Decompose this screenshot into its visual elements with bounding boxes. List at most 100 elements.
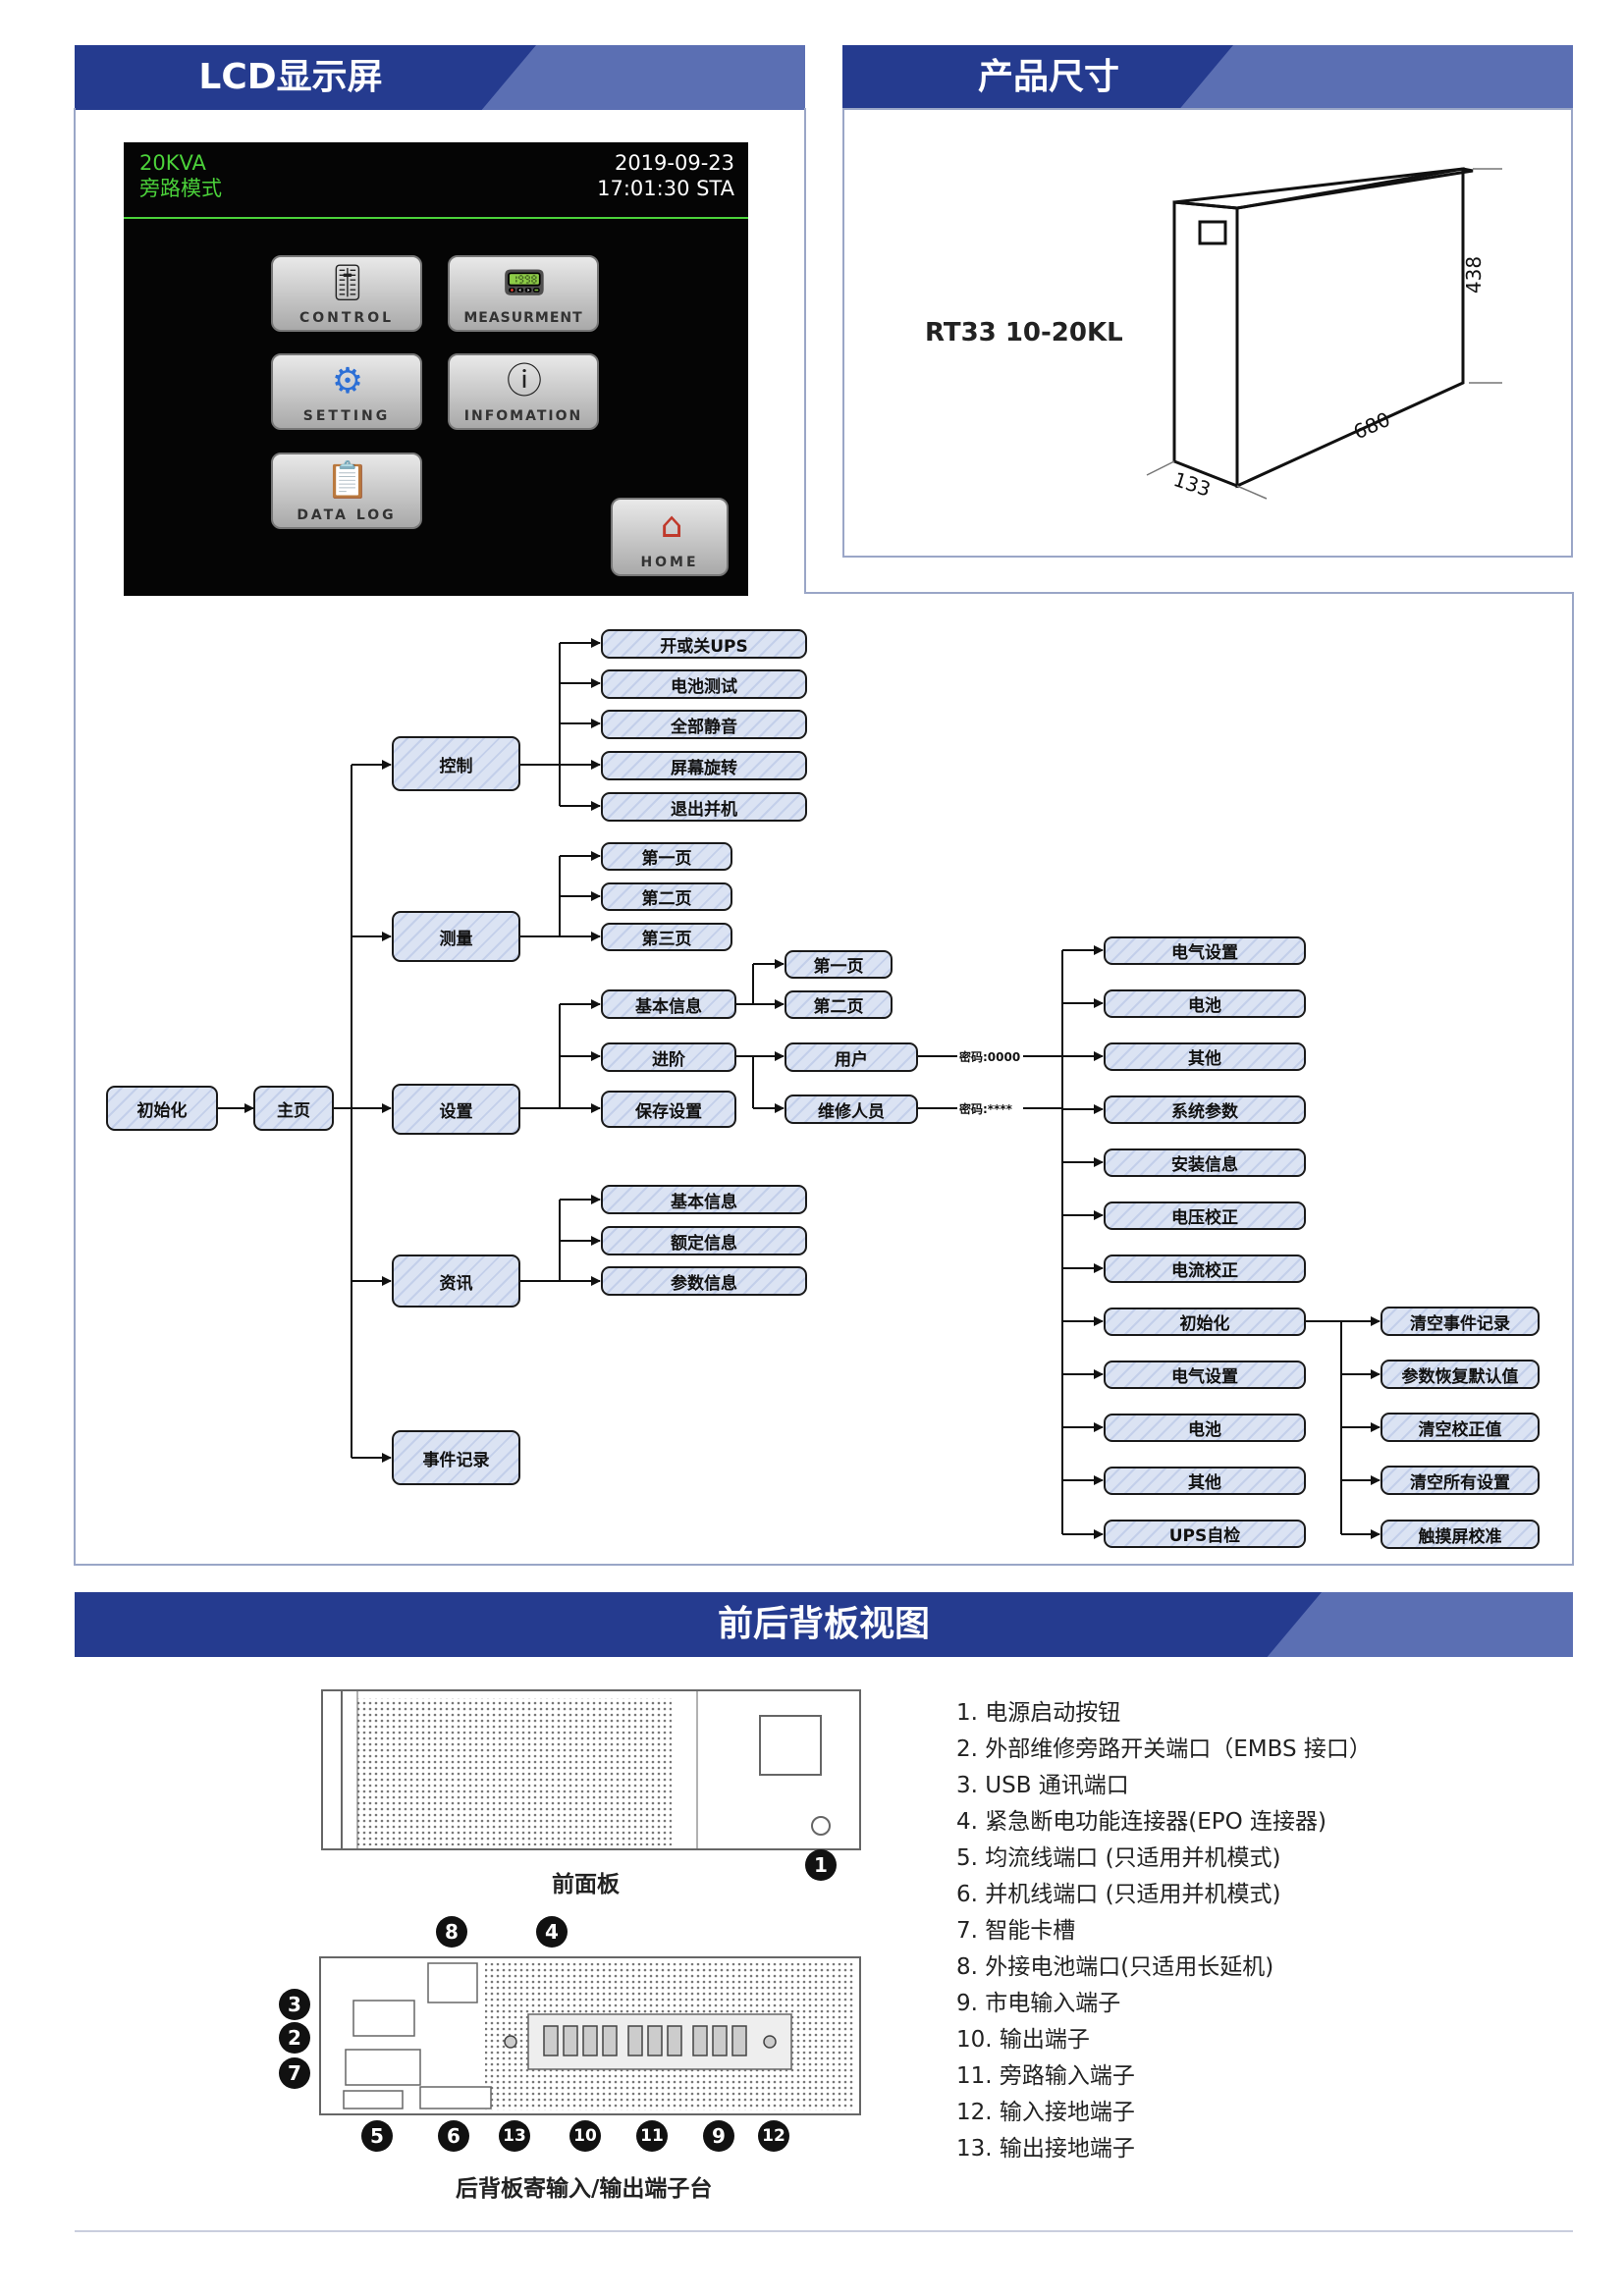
lcd-button-label: SETTING xyxy=(302,408,391,424)
init-item: 清空事件记录 xyxy=(1380,1307,1540,1336)
lcd-screen: 20KVA 旁路模式 2019-09-23 17:01:30 STA 🎚 CON… xyxy=(124,142,748,596)
marker-13: 13 xyxy=(499,2120,530,2152)
marker-7: 7 xyxy=(279,2057,310,2089)
user-item: 电池 xyxy=(1104,989,1306,1018)
lcd-status-left: 20KVA 旁路模式 xyxy=(139,150,222,201)
lcd-button-label: CONTROL xyxy=(298,310,395,326)
maint-item: 其他 xyxy=(1104,1467,1306,1495)
init-item: 参数恢复默认值 xyxy=(1380,1360,1540,1389)
marker-6: 6 xyxy=(438,2120,469,2152)
menu-frame xyxy=(74,108,1574,1566)
maint-item: 电气设置 xyxy=(1104,1361,1306,1389)
legend-item: 8. 外接电池端口(只适用长延机) xyxy=(956,1954,1274,1980)
marker-12: 12 xyxy=(758,2120,789,2152)
marker-5: 5 xyxy=(361,2120,393,2152)
lcd-title: LCD显示屏 xyxy=(198,57,383,97)
basic-page: 第一页 xyxy=(785,950,893,979)
basic-page: 第二页 xyxy=(785,990,893,1019)
lcd-status-right: 2019-09-23 17:01:30 STA xyxy=(597,150,734,201)
setting-item: 基本信息 xyxy=(601,989,736,1019)
front-panel-drawing xyxy=(321,1689,861,1850)
measure-item: 第一页 xyxy=(601,842,732,871)
legend-item: 4. 紧急断电功能连接器(EPO 连接器) xyxy=(956,1809,1327,1835)
maint-item: 电压校正 xyxy=(1104,1201,1306,1230)
front-panel-caption: 前面板 xyxy=(552,1872,620,1897)
menu-user: 用户 xyxy=(785,1042,918,1072)
maint-item: 安装信息 xyxy=(1104,1148,1306,1177)
product-model: RT33 10-20KL xyxy=(925,318,1123,347)
lcd-header xyxy=(124,142,748,219)
clipboard-icon: 📋 xyxy=(325,460,370,501)
lcd-date: 2019-09-23 xyxy=(614,151,734,175)
lcd-home-button[interactable]: ⌂ HOME xyxy=(611,498,729,576)
cabinet-drawing: 438 680 133 xyxy=(1146,167,1502,502)
legend-item: 10. 输出端子 xyxy=(956,2027,1090,2053)
info-item: 参数信息 xyxy=(601,1266,807,1296)
user-item: 电气设置 xyxy=(1104,936,1306,965)
marker-8: 8 xyxy=(436,1916,467,1948)
lcd-button-label: HOME xyxy=(640,555,699,570)
legend-item: 9. 市电输入端子 xyxy=(956,1991,1121,2016)
info-item: 额定信息 xyxy=(601,1226,807,1255)
password-user: 密码:0000 xyxy=(959,1050,1021,1064)
dim-height: 438 xyxy=(1462,256,1486,294)
maint-item: 电池 xyxy=(1104,1414,1306,1442)
rear-panel-drawing xyxy=(319,1956,861,2115)
marker-3: 3 xyxy=(279,1989,310,2020)
lcd-mode: 旁路模式 xyxy=(139,177,222,200)
menu-control: 控制 xyxy=(392,736,520,791)
menu-events: 事件记录 xyxy=(392,1430,520,1485)
legend-item: 13. 输出接地端子 xyxy=(956,2136,1135,2162)
lcd-measurement-button[interactable]: 📟 MEASURMENT xyxy=(448,255,599,332)
legend-item: 11. 旁路输入端子 xyxy=(956,2063,1135,2089)
init-item: 清空校正值 xyxy=(1380,1413,1540,1442)
legend-item: 6. 并机线端口 (只适用并机模式) xyxy=(956,1882,1281,1907)
legend-item: 2. 外部维修旁路开关端口（EMBS 接口） xyxy=(956,1736,1372,1762)
lcd-time: 17:01:30 STA xyxy=(597,177,734,200)
info-item: 基本信息 xyxy=(601,1185,807,1214)
menu-setting: 设置 xyxy=(392,1084,520,1135)
lcd-button-label: MEASURMENT xyxy=(463,310,583,326)
menu-maint: 维修人员 xyxy=(785,1095,918,1124)
marker-2: 2 xyxy=(279,2022,310,2054)
lcd-datalog-button[interactable]: 📋 DATA LOG xyxy=(271,453,422,529)
legend-item: 1. 电源启动按钮 xyxy=(956,1700,1121,1726)
legend-item: 7. 智能卡槽 xyxy=(956,1918,1076,1944)
lcd-button-label: INFOMATION xyxy=(463,408,583,424)
lcd-info-button[interactable]: ⓘ INFOMATION xyxy=(448,353,599,430)
panels-title: 前后背板视图 xyxy=(717,1604,930,1644)
home-icon: ⌂ xyxy=(660,506,683,546)
maint-item: 系统参数 xyxy=(1104,1095,1306,1124)
lcd-model: 20KVA xyxy=(139,151,206,175)
legend-item: 5. 均流线端口 (只适用并机模式) xyxy=(956,1845,1281,1871)
marker-9: 9 xyxy=(703,2120,734,2152)
menu-home: 主页 xyxy=(253,1086,334,1131)
marker-10: 10 xyxy=(569,2120,601,2152)
marker-11: 11 xyxy=(636,2120,668,2152)
info-icon: ⓘ xyxy=(506,361,542,401)
init-item: 清空所有设置 xyxy=(1380,1466,1540,1495)
marker-4: 4 xyxy=(536,1916,568,1948)
sliders-icon: 🎚 xyxy=(325,263,370,303)
marker-1: 1 xyxy=(805,1849,837,1881)
setting-item: 进阶 xyxy=(601,1042,736,1072)
lcd-setting-button[interactable]: ⚙ SETTING xyxy=(271,353,422,430)
control-item: 开或关UPS xyxy=(601,629,807,659)
gear-icon: ⚙ xyxy=(331,361,364,401)
lcd-button-label: DATA LOG xyxy=(297,507,397,523)
control-item: 全部静音 xyxy=(601,710,807,739)
panel-legend: 1. 电源启动按钮 2. 外部维修旁路开关端口（EMBS 接口） 3. USB … xyxy=(956,1695,1372,2167)
menu-connectors xyxy=(218,638,1380,1539)
legend-item: 3. USB 通讯端口 xyxy=(956,1773,1129,1798)
init-item: 触摸屏校准 xyxy=(1380,1520,1540,1549)
maint-item: 初始化 xyxy=(1104,1308,1306,1336)
lcd-control-button[interactable]: 🎚 CONTROL xyxy=(271,255,422,332)
setting-item: 保存设置 xyxy=(601,1091,736,1128)
maint-item: 电流校正 xyxy=(1104,1255,1306,1283)
size-banner: 产品尺寸 xyxy=(842,45,1573,110)
menu-init: 初始化 xyxy=(106,1086,218,1131)
measure-item: 第二页 xyxy=(601,882,732,911)
size-frame xyxy=(842,108,1573,558)
user-item: 其他 xyxy=(1104,1042,1306,1071)
panels-banner: 前后背板视图 xyxy=(75,1592,1573,1657)
